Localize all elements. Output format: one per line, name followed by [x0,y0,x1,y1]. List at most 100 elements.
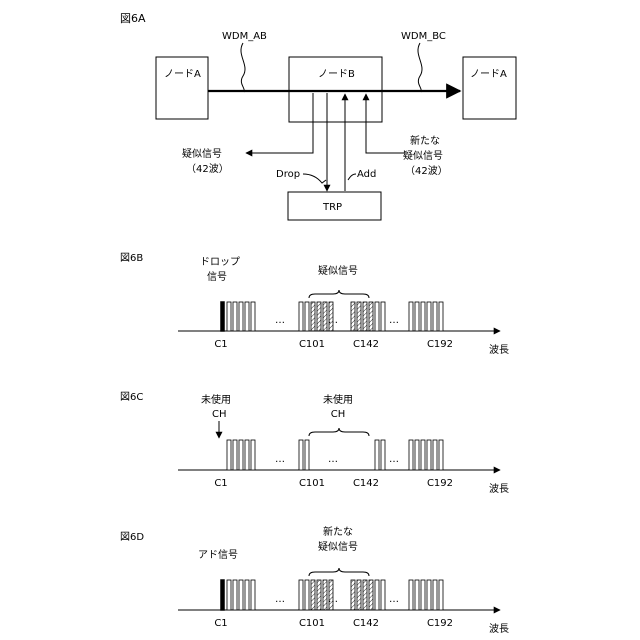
figure-6d-label: 図6D [120,531,144,543]
figure-6b-label: 図6B [120,252,143,264]
figure-6c-channel-bar [239,440,243,470]
figure-6d-pseudo-signal-bar [351,580,355,610]
figure-6d-ellipsis-1: … [275,594,285,605]
figure-6b-pseudo-signal-bar [351,302,355,331]
figure-6b-pseudo-signal-bar [317,302,321,331]
figure-6d-channel-bar [421,580,425,610]
figure-6c-tick-c142: C142 [353,478,379,489]
figure-6c-channel-bar [227,440,231,470]
figure-6d-signal-bar [221,580,224,610]
figure-6b-channel-bar [433,302,437,331]
figure-6c-channel-bar [415,440,419,470]
dropped-signal-label-2: （42波） [186,162,229,175]
wdm-bc-label: WDM_BC [401,31,446,42]
figure-6d-tick-c1: C1 [214,618,227,629]
wdm-bc-leader [418,43,422,92]
figure-6b-pseudo-signal-bar [323,302,327,331]
drop-signal-label-1: ドロップ [200,256,240,268]
figure-6d-pseudo-signal-bar [357,580,361,610]
figure-6c-channel-bar [251,440,255,470]
figure-6b-pseudo-signal-bar [311,302,315,331]
figure-6c-channel-bar [433,440,437,470]
unused-ch-marker-label-1: 未使用 [201,393,231,406]
figure-6b-pseudo-signal-bar [357,302,361,331]
figure-6d-channel-bar [439,580,443,610]
figure-6b-ellipsis-1: … [275,315,285,326]
figure-6b-channel-bar [233,302,237,331]
figure-6b-channel-bar [409,302,413,331]
figure-6b-channel-bar [251,302,255,331]
figure-6d-channel-bar [299,580,303,610]
node-b-label: ノードB [318,69,355,80]
figure-6c-axis-label: 波長 [489,482,509,495]
figure-6b-axis-label: 波長 [489,343,509,356]
node-a-left-box [156,57,208,119]
figure-6c-channel-bar [381,440,385,470]
figure-6d-tick-c101: C101 [299,618,325,629]
new-signal-label-1: 新たな [410,134,440,147]
figure-6b-pseudo-signal-bar [369,302,373,331]
figure-6d-channel-bar [305,580,309,610]
figure-6b-tick-c192: C192 [427,339,453,350]
wdm-ab-leader [241,43,245,92]
figure-6c-channel-bar [305,440,309,470]
figure-6b-channel-bar [227,302,231,331]
figure-6c-channel-bar [299,440,303,470]
figure-6d-pseudo-signal-bar [311,580,315,610]
figure-6b-tick-c1: C1 [214,339,227,350]
add-leader [348,174,356,180]
figure-6c-ellipsis-2: … [328,454,338,465]
figure-6d-channel-bar [375,580,379,610]
figure-6c-ellipsis-3: … [389,454,399,465]
figure-6c-ellipsis-1: … [275,454,285,465]
new-signal-label-2: 疑似信号 [403,150,443,162]
wdm-ab-label: WDM_AB [222,31,267,42]
new-signal-label-3: （42波） [405,164,448,177]
drop-leader [303,174,326,183]
unused-ch-brace-label-2: CH [331,409,346,420]
figure-6d-tick-c192: C192 [427,618,453,629]
figure-6c-channel-bar [427,440,431,470]
figure-6c-channel-bar [245,440,249,470]
drop-signal-label-2: 信号 [207,271,227,283]
figure-6b-tick-c101: C101 [299,339,325,350]
figure-6d: 図6D波長………C1C101C142C192アド信号新たな疑似信号 [120,525,509,635]
dropped-signal-label-1: 疑似信号 [182,148,222,160]
add-signal-label: アド信号 [198,549,238,561]
unused-ch-marker-label-2: CH [212,409,227,420]
figure-6d-channel-bar [239,580,243,610]
spectrum-figures: 図6B波長………C1C101C142C192ドロップ信号疑似信号図6C波長………… [120,252,509,635]
drop-label: Drop [276,169,300,180]
unused-ch-brace-label-1: 未使用 [323,393,353,406]
figure-6d-axis-label: 波長 [489,622,509,635]
figure-6d-pseudo-signal-bar [317,580,321,610]
figure-6b-channel-bar [299,302,303,331]
figure-6b-channel-bar [439,302,443,331]
dropped-signal-arrow [246,93,313,153]
figure-6b-channel-bar [427,302,431,331]
figure-6b-channel-bar [245,302,249,331]
figure-6d-pseudo-signal-bar [369,580,373,610]
figure-6c: 図6C波長………C1C101C142C192未使用CH未使用CH [120,391,509,495]
node-a-right-box [463,57,516,119]
figure-6d-channel-bar [227,580,231,610]
figure-6c-channel-bar [233,440,237,470]
figure-6c-tick-c101: C101 [299,478,325,489]
node-a-left-label: ノードA [164,69,201,80]
figure-6d-channel-bar [433,580,437,610]
figure-6b-pseudo-signal-bar [363,302,367,331]
new-pseudo-signal-brace [309,568,369,576]
figure-6d-channel-bar [409,580,413,610]
figure-6c-channel-bar [421,440,425,470]
figure-6d-channel-bar [427,580,431,610]
figure-6b-channel-bar [305,302,309,331]
new-pseudo-signal-label-2: 疑似信号 [318,541,358,553]
figure-6b-channel-bar [415,302,419,331]
add-label: Add [357,169,376,180]
new-signal-arrow [366,94,408,153]
figure-6c-tick-c192: C192 [427,478,453,489]
pseudo-signal-brace [309,290,369,298]
new-pseudo-signal-label-1: 新たな [323,525,353,538]
figure-6b-channel-bar [239,302,243,331]
